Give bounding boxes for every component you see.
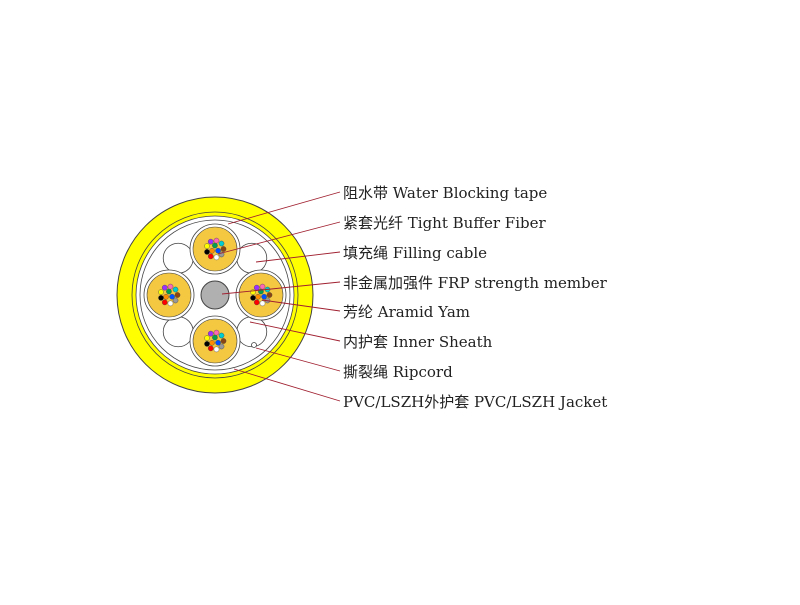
fiber-3 xyxy=(166,288,172,295)
leader-line-pvc-lszh-jacket xyxy=(233,368,341,402)
fiber-4 xyxy=(174,292,181,298)
label-aramid-yam: 芳纶 Aramid Yam xyxy=(343,303,470,321)
filling-cable-1 xyxy=(236,316,268,348)
fiber-12 xyxy=(218,332,225,339)
fiber-2 xyxy=(255,294,261,300)
fiber-7 xyxy=(207,345,214,352)
fiber-11 xyxy=(213,237,220,244)
fiber-8 xyxy=(158,295,164,301)
aramid-yarn xyxy=(146,272,192,318)
fiber-12 xyxy=(172,286,179,293)
fiber-11 xyxy=(213,329,220,336)
tight-buffer-subunits xyxy=(143,223,287,367)
filling-cable-2 xyxy=(162,316,194,348)
subunit-2 xyxy=(235,269,287,321)
fiber-8 xyxy=(204,341,210,347)
fiber-3 xyxy=(212,242,218,249)
fiber-5 xyxy=(218,343,225,350)
leader-line-water-blocking-tape xyxy=(227,191,341,225)
leader-line-filling-cable xyxy=(255,251,341,263)
fiber-9 xyxy=(204,243,210,249)
fiber-8 xyxy=(204,249,210,255)
fiber-4 xyxy=(266,292,273,298)
ripcord xyxy=(251,342,257,348)
fiber-8 xyxy=(250,295,256,301)
leader-line-tight-buffer-fiber xyxy=(217,221,341,255)
label-pvc-lszh-jacket: PVC/LSZH外护套 PVC/LSZH Jacket xyxy=(343,393,607,411)
fiber-12 xyxy=(218,240,225,247)
fiber-1 xyxy=(215,339,221,346)
fiber-11 xyxy=(259,283,266,290)
fiber-7 xyxy=(207,253,214,260)
fiber-2 xyxy=(163,294,169,300)
fiber-10 xyxy=(207,330,214,337)
leader-line-frp-strength-member xyxy=(221,281,341,295)
fiber-10 xyxy=(253,284,260,291)
fiber-10 xyxy=(207,238,214,245)
label-tight-buffer-fiber: 紧套光纤 Tight Buffer Fiber xyxy=(343,214,546,232)
leader-line-aramid-yam xyxy=(261,299,341,312)
fiber-6 xyxy=(213,346,220,353)
leader-line-inner-sheath xyxy=(249,321,341,342)
subunit-1 xyxy=(189,223,241,275)
fiber-4 xyxy=(220,338,227,344)
fiber-1 xyxy=(169,293,175,300)
fiber-7 xyxy=(161,299,168,306)
aramid-yarn xyxy=(192,318,238,364)
label-ripcord: 撕裂绳 Ripcord xyxy=(343,363,453,381)
leader-lines xyxy=(217,191,341,402)
fiber-2 xyxy=(209,248,215,254)
fiber-6 xyxy=(259,300,266,307)
fiber-6 xyxy=(213,254,220,261)
aramid-yarn xyxy=(238,272,284,318)
fiber-11 xyxy=(167,283,174,290)
label-water-blocking-tape: 阻水带 Water Blocking tape xyxy=(343,184,547,202)
jacket-inner-edge xyxy=(131,211,299,379)
fiber-3 xyxy=(212,334,218,341)
fiber-1 xyxy=(261,293,267,300)
fiber-4 xyxy=(220,246,227,252)
subunit-4 xyxy=(143,269,195,321)
subunit-3 xyxy=(189,315,241,367)
label-frp-strength-member: 非金属加强件 FRP strength member xyxy=(343,274,608,292)
fiber-6 xyxy=(167,300,174,307)
aramid-yarn xyxy=(192,226,238,272)
label-inner-sheath: 内护套 Inner Sheath xyxy=(343,333,493,351)
fiber-7 xyxy=(253,299,260,306)
fiber-5 xyxy=(172,297,179,304)
filling-cable-3 xyxy=(162,242,194,274)
cable-cross-section xyxy=(116,196,314,394)
fiber-2 xyxy=(209,340,215,346)
labels: 阻水带 Water Blocking tape 紧套光纤 Tight Buffe… xyxy=(343,184,608,411)
fiber-1 xyxy=(215,247,221,254)
fiber-9 xyxy=(158,289,164,295)
fiber-9 xyxy=(204,335,210,341)
leader-line-ripcord xyxy=(255,347,341,372)
frp-strength-member xyxy=(200,280,230,310)
label-filling-cable: 填充绳 Filling cable xyxy=(343,244,487,262)
fiber-10 xyxy=(161,284,168,291)
